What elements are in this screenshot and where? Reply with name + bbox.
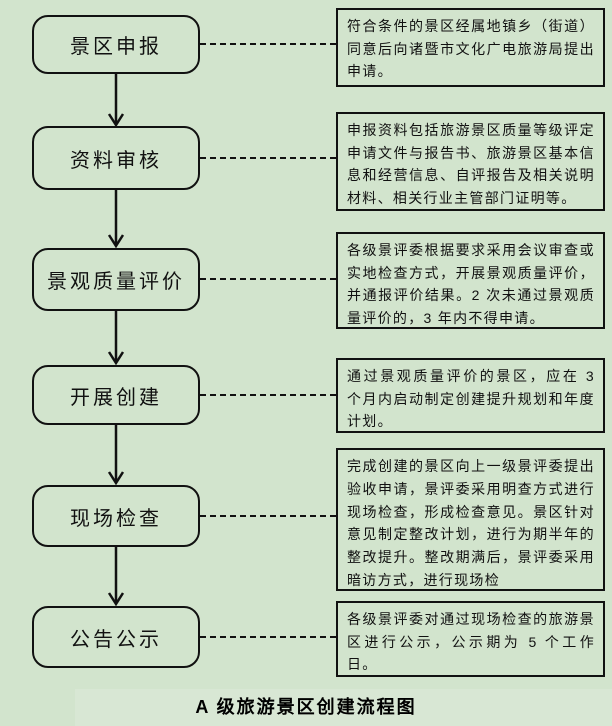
note-box-5: 完成创建的景区向上一级景评委提出验收申请，景评委采用明查方式进行现场检查，形成检… bbox=[336, 448, 605, 591]
flow-node-label: 景观质量评价 bbox=[47, 271, 185, 293]
dashed-connector-1 bbox=[200, 43, 336, 45]
flow-node-scenic-area-declaration: 景区申报 bbox=[32, 15, 200, 74]
flow-node-label: 景区申报 bbox=[70, 36, 162, 58]
dashed-connector-6 bbox=[200, 636, 336, 638]
down-arrow-icon bbox=[107, 190, 125, 248]
down-arrow-icon bbox=[107, 547, 125, 606]
note-box-3: 各级景评委根据要求采用会议审查或实地检查方式，开展景观质量评价，并通报评价结果。… bbox=[336, 232, 605, 329]
dashed-connector-3 bbox=[200, 278, 336, 280]
flowchart-title: A 级旅游景区创建流程图 bbox=[195, 697, 417, 717]
flow-node-public-announcement: 公告公示 bbox=[32, 606, 200, 668]
flow-node-landscape-quality-evaluation: 景观质量评价 bbox=[32, 248, 200, 311]
flow-node-label: 公告公示 bbox=[70, 628, 162, 651]
note-box-6: 各级景评委对通过现场检查的旅游景区进行公示，公示期为 5 个工作日。 bbox=[336, 601, 605, 677]
flow-node-carry-out-creation: 开展创建 bbox=[32, 365, 200, 425]
dashed-connector-4 bbox=[200, 394, 336, 396]
note-box-4: 通过景观质量评价的景区，应在 3 个月内启动制定创建提升规划和年度计划。 bbox=[336, 358, 605, 433]
dashed-connector-5 bbox=[200, 515, 336, 517]
flow-node-label: 开展创建 bbox=[70, 386, 162, 409]
flow-node-on-site-inspection: 现场检查 bbox=[32, 485, 200, 547]
flow-node-material-review: 资料审核 bbox=[32, 126, 200, 190]
dashed-connector-2 bbox=[200, 157, 336, 159]
note-box-2: 申报资料包括旅游景区质量等级评定申请文件与报告书、旅游景区基本信息和经营信息、自… bbox=[336, 112, 605, 211]
note-box-1: 符合条件的景区经属地镇乡（街道）同意后向诸暨市文化广电旅游局提出申请。 bbox=[336, 8, 605, 87]
flow-node-label: 现场检查 bbox=[70, 507, 162, 530]
down-arrow-icon bbox=[107, 311, 125, 365]
down-arrow-icon bbox=[107, 425, 125, 485]
flow-node-label: 资料审核 bbox=[70, 149, 162, 172]
down-arrow-icon bbox=[107, 74, 125, 127]
